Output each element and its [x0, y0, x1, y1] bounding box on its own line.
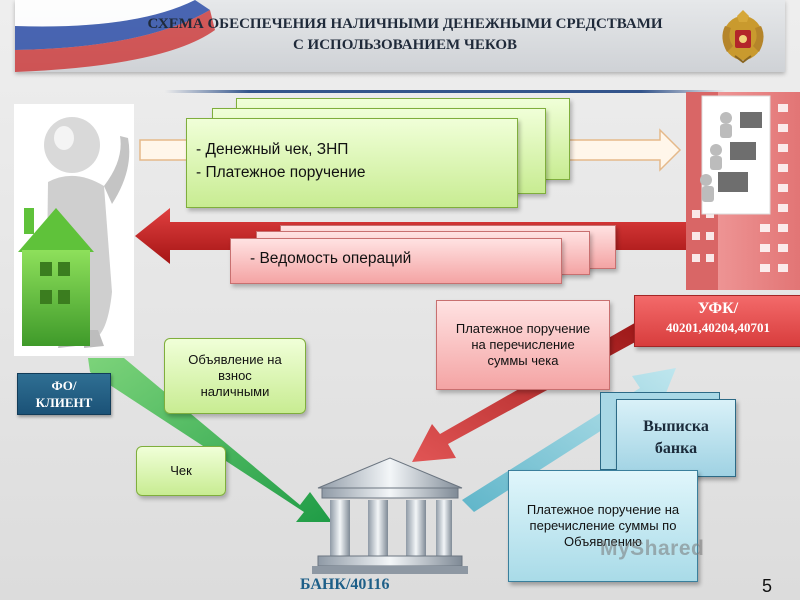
title-line-1: СХЕМА ОБЕСПЕЧЕНИЯ НАЛИЧНЫМИ ДЕНЕЖНЫМИ СР…: [147, 16, 663, 32]
payment-order-announcement-card: Платежное поручение на перечисление сумм…: [508, 470, 698, 582]
client-label-line-1: ФО/: [51, 378, 77, 393]
document-item-payment-order: - Платежное поручение: [196, 164, 366, 181]
operations-report-text: - Ведомость операций: [250, 250, 412, 267]
document-item-check: - Денежный чек, ЗНП: [196, 141, 349, 158]
bank-statement-line-2: банка: [654, 440, 698, 457]
header-banner: СХЕМА ОБЕСПЕЧЕНИЯ НАЛИЧНЫМИ ДЕНЕЖНЫМИ СР…: [15, 0, 785, 72]
documents-to-ufk-text: - Денежный чек, ЗНП - Платежное поручени…: [196, 138, 516, 184]
cash-deposit-announcement-card: Объявление на взнос наличными: [164, 338, 306, 414]
payment-order-announcement-line-3: Объявлению: [564, 534, 642, 549]
payment-order-announcement-line-2: перечисление суммы по: [529, 518, 677, 533]
watermark-text: MyShared: [600, 537, 705, 560]
client-label: ФО/ КЛИЕНТ: [17, 373, 111, 415]
announcement-line-2: взнос: [218, 368, 252, 383]
bank-statement-card: Выписка банка: [616, 399, 736, 477]
page-number: 5: [761, 576, 772, 596]
client-illustration: [14, 104, 134, 356]
page-title: СХЕМА ОБЕСПЕЧЕНИЯ НАЛИЧНЫМИ ДЕНЕЖНЫМИ СР…: [55, 14, 755, 56]
ufk-building-illustration: [686, 92, 800, 290]
announcement-line-1: Объявление на: [188, 352, 282, 367]
russian-flag-decoration: [15, 0, 215, 72]
announcement-line-3: наличными: [200, 384, 270, 399]
check-card: Чек: [136, 446, 226, 496]
payment-order-check-line-2: на перечисление: [471, 337, 575, 352]
payment-order-check-line-3: суммы чека: [487, 353, 559, 368]
payment-order-check-card: Платежное поручение на перечисление сумм…: [436, 300, 610, 390]
bank-label: БАНК/40116: [300, 576, 390, 593]
operations-report-card: [230, 238, 562, 284]
documents-to-ufk-card: [186, 118, 518, 208]
bank-building-icon: [312, 457, 468, 574]
payment-order-announcement-line-1: Платежное поручение на: [526, 502, 680, 517]
arrow-client-to-bank: [88, 358, 332, 522]
ufk-title: УФК/: [697, 300, 739, 317]
treasury-emblem-icon: [722, 10, 764, 64]
header-divider: [165, 90, 725, 93]
payment-order-check-line-1: Платежное поручение: [455, 321, 591, 336]
ufk-box: УФК/ 40201,40204,40701: [634, 295, 800, 347]
bank-statement-line-1: Выписка: [643, 418, 709, 435]
client-label-line-2: КЛИЕНТ: [35, 395, 93, 410]
ufk-accounts: 40201,40204,40701: [666, 320, 770, 335]
title-line-2: С ИСПОЛЬЗОВАНИЕМ ЧЕКОВ: [292, 37, 518, 53]
check-label: Чек: [170, 463, 192, 478]
